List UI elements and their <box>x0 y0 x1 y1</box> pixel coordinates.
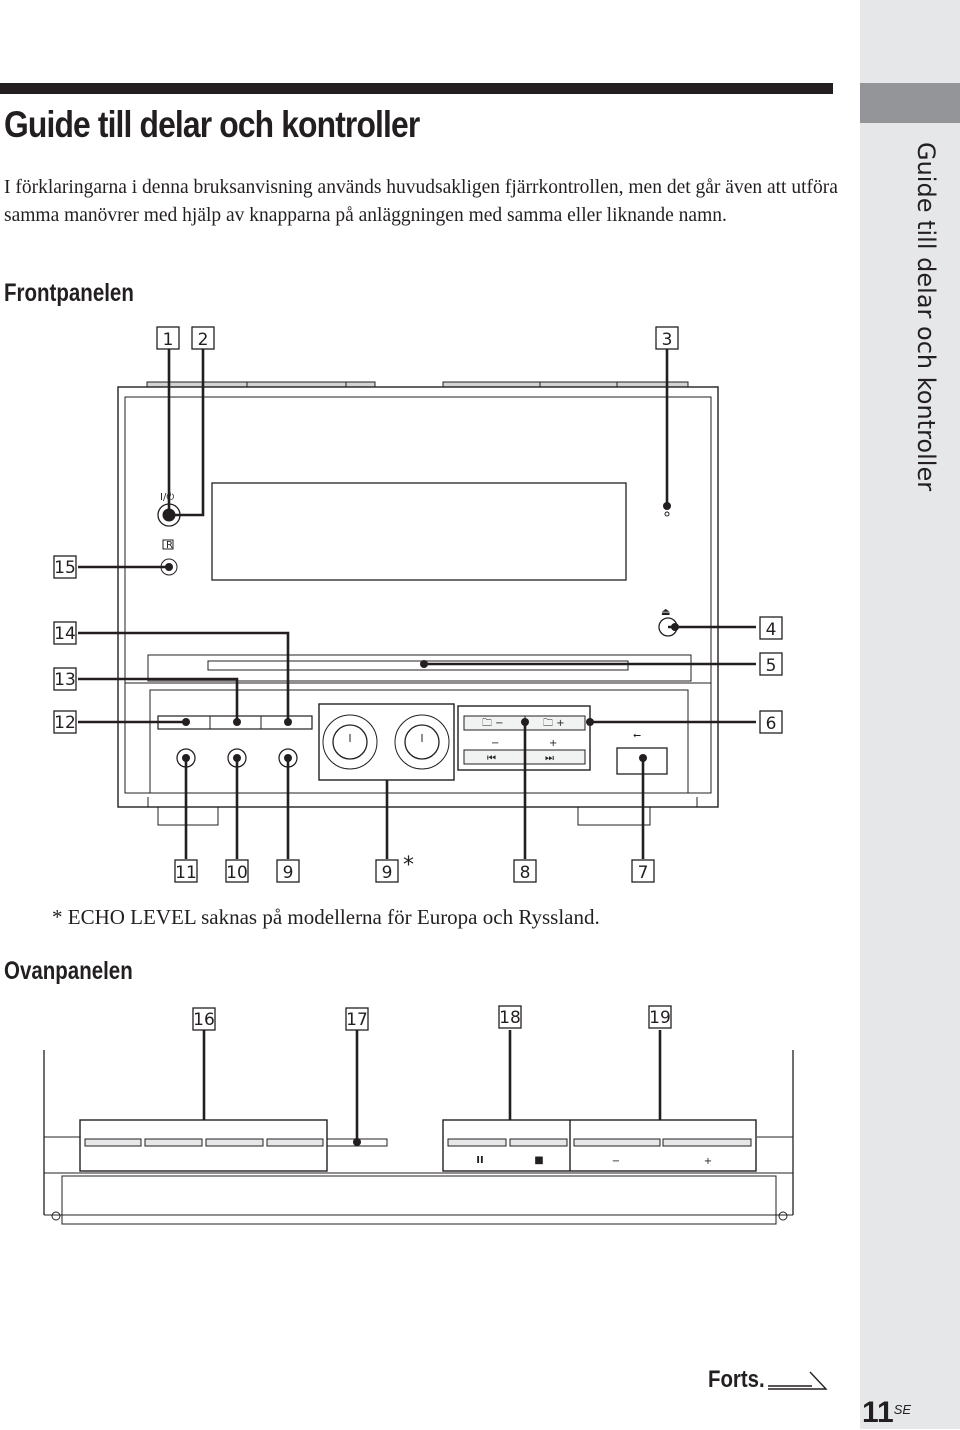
callout-16-label: 16 <box>193 1010 215 1030</box>
intro-paragraph: I förklaringarna i denna bruksanvisning … <box>4 177 838 226</box>
usb-icon: ⭠ <box>633 730 641 741</box>
continued-arrow-icon <box>768 1371 828 1390</box>
section-heading-front: Frontpanelen <box>4 279 134 307</box>
power-label: I/⏻ <box>160 492 174 503</box>
callout-14-label: 14 <box>54 624 76 644</box>
callout-15 <box>53 555 77 579</box>
footnote: * ECHO LEVEL saknas på modellerna för Eu… <box>52 905 600 929</box>
callout-2-label: 2 <box>198 330 209 350</box>
front-leaders <box>78 349 756 859</box>
prev-icon: ⏮ <box>487 753 496 764</box>
callout-13 <box>53 667 77 691</box>
callout-3 <box>655 326 679 350</box>
next-icon: ⏭ <box>545 753 554 764</box>
callout-12-label: 12 <box>54 713 76 733</box>
folder-plus-label: 🗀 + <box>543 718 565 729</box>
callout-5-label: 5 <box>766 656 777 676</box>
chapter-tab <box>860 83 960 123</box>
callout-3-label: 3 <box>662 330 673 350</box>
folder-minus-label: 🗀 − <box>482 718 504 729</box>
chapter-label: Guide till delar och kontroller <box>912 142 940 492</box>
continued-label: Forts. <box>708 1366 765 1393</box>
callout-5 <box>759 652 783 676</box>
callout-9-echo-label: 9 <box>382 863 393 883</box>
remote-sensor-label: R <box>166 540 173 551</box>
echo-asterisk: * <box>403 853 414 878</box>
callout-13-label: 13 <box>54 670 76 690</box>
page-suffix: SE <box>893 1402 912 1417</box>
callout-12 <box>53 710 77 734</box>
callout-10-label: 10 <box>226 863 248 883</box>
volume-minus-label: − <box>612 1156 620 1167</box>
callout-17 <box>345 1007 369 1031</box>
page-number-value: 11 <box>862 1396 894 1429</box>
callout-14 <box>53 621 77 645</box>
top-panel-device <box>43 1050 794 1225</box>
eject-icon: ⏏ <box>661 607 670 618</box>
callout-2 <box>191 326 215 350</box>
callout-16 <box>192 1007 216 1031</box>
callout-6 <box>759 710 783 734</box>
front-panel-device <box>117 381 719 826</box>
chapter-sidebar: Guide till delar och kontroller <box>860 0 960 1429</box>
callout-9-echo <box>375 859 399 883</box>
callout-11 <box>174 859 198 883</box>
front-leader-dots <box>165 502 679 762</box>
page-number: 11SE <box>862 1396 911 1430</box>
skip-minus-label: − <box>491 738 499 749</box>
callout-15-label: 15 <box>54 558 76 578</box>
stop-icon: ■ <box>534 1155 543 1166</box>
callout-6-label: 6 <box>766 714 777 734</box>
page-title: Guide till delar och kontroller <box>4 104 420 145</box>
callout-4 <box>759 616 783 640</box>
callout-19-label: 19 <box>649 1008 671 1028</box>
callout-9 <box>276 859 300 883</box>
callout-1-label: 1 <box>163 330 174 350</box>
top-callouts <box>192 1005 672 1031</box>
header-rule <box>0 83 833 94</box>
callout-18 <box>498 1005 522 1029</box>
pause-icon: II <box>476 1155 483 1166</box>
callout-10 <box>225 859 249 883</box>
callout-8-label: 8 <box>520 863 531 883</box>
callout-18-label: 18 <box>499 1008 521 1028</box>
front-callouts <box>53 326 783 883</box>
callout-4-label: 4 <box>766 620 777 640</box>
volume-plus-label: + <box>704 1156 712 1167</box>
callout-1 <box>156 326 180 350</box>
callout-19 <box>648 1005 672 1029</box>
callout-8 <box>513 859 537 883</box>
callout-11-label: 11 <box>175 863 197 883</box>
callout-17-label: 17 <box>346 1010 368 1030</box>
callout-7-label: 7 <box>638 863 649 883</box>
skip-plus-label: + <box>549 738 557 749</box>
section-heading-top: Ovanpanelen <box>4 957 133 985</box>
callout-7 <box>631 859 655 883</box>
top-leaders <box>202 1030 662 1142</box>
callout-9-label: 9 <box>283 863 294 883</box>
